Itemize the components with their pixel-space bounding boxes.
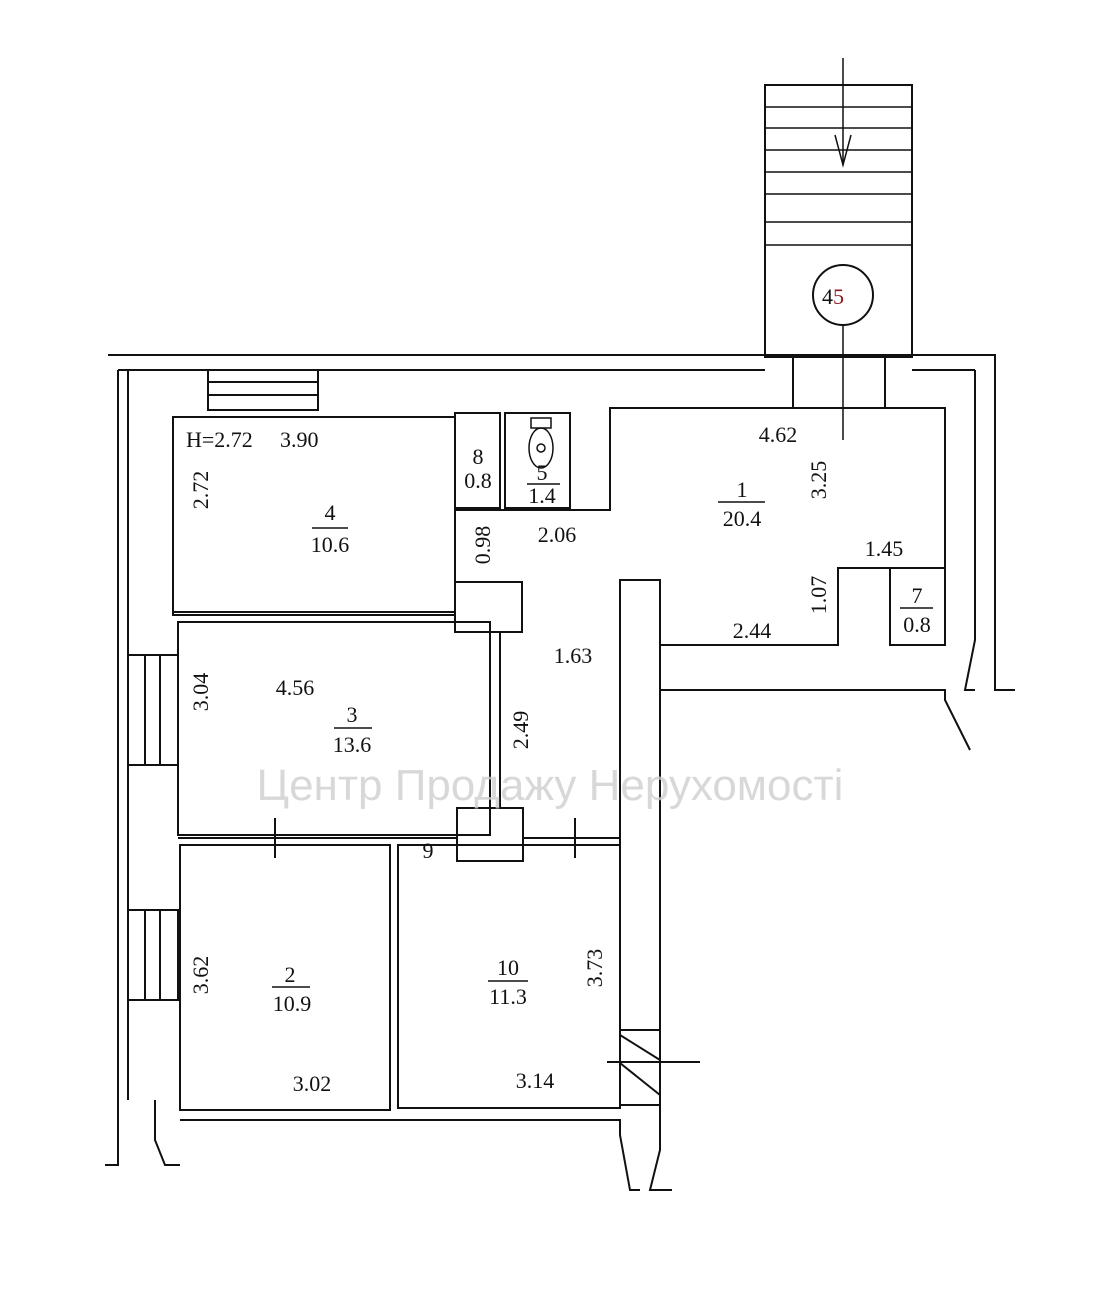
dim-r1-a: 1.45 xyxy=(865,536,904,561)
room-4 xyxy=(172,416,456,616)
room-1 xyxy=(455,407,946,646)
dim-r3-h: 3.04 xyxy=(188,673,213,712)
outer-walls xyxy=(105,354,1015,1191)
room-10-number: 10 xyxy=(497,955,519,980)
dim-r2-w: 3.02 xyxy=(293,1071,332,1096)
room-3-number: 3 xyxy=(347,702,358,727)
room-5 xyxy=(504,412,571,509)
dim-corridor: 1.63 xyxy=(554,643,593,668)
dim-r1-w: 4.62 xyxy=(759,422,798,447)
dim-r4-h: 2.72 xyxy=(188,471,213,510)
dim-r9: 9 xyxy=(423,838,434,863)
entrance-circle-marker xyxy=(812,264,874,326)
dim-r3-w: 4.56 xyxy=(276,675,315,700)
chimney-2 xyxy=(456,807,524,862)
room-8-number: 8 xyxy=(473,444,484,469)
room-8 xyxy=(454,412,501,509)
toilet-icon xyxy=(528,417,554,469)
room-1-area: 20.4 xyxy=(723,506,762,531)
watermark: Центр Продажу Нерухомості xyxy=(257,761,844,810)
room-4-number: 4 xyxy=(325,500,336,525)
dim-r2-h: 3.62 xyxy=(188,956,213,995)
room-8-area: 0.8 xyxy=(464,468,492,493)
dim-r4-w: 3.90 xyxy=(280,427,319,452)
room-5-area: 1.4 xyxy=(528,483,556,508)
room-4-area: 10.6 xyxy=(311,532,350,557)
room-7-number: 7 xyxy=(912,583,923,608)
dim-r10-h: 3.73 xyxy=(582,949,607,988)
room-10 xyxy=(397,844,621,1109)
room-3-area: 13.6 xyxy=(333,732,372,757)
room-2 xyxy=(179,844,391,1111)
room-walls xyxy=(172,407,946,1111)
room-7 xyxy=(889,567,946,646)
dim-r5-w: 2.06 xyxy=(538,522,577,547)
ceiling-height: H=2.72 xyxy=(186,427,253,452)
room-10-area: 11.3 xyxy=(489,984,527,1009)
dim-corridor-h: 2.49 xyxy=(508,711,533,750)
room-2-area: 10.9 xyxy=(273,991,312,1016)
dim-r1-b: 1.07 xyxy=(806,576,831,615)
dim-r8-w: 0.98 xyxy=(470,526,495,565)
room-2-number: 2 xyxy=(285,962,296,987)
entrance-stairs xyxy=(764,58,913,440)
room-5-number: 5 xyxy=(537,460,548,485)
room-1-number: 1 xyxy=(737,477,748,502)
chimney-1 xyxy=(454,581,523,633)
room-7-area: 0.8 xyxy=(903,612,931,637)
dim-r10-w: 3.14 xyxy=(516,1068,555,1093)
entrance-number: 45 xyxy=(822,284,844,309)
dim-r1-h: 3.25 xyxy=(806,461,831,500)
dim-r1-c: 2.44 xyxy=(733,618,772,643)
